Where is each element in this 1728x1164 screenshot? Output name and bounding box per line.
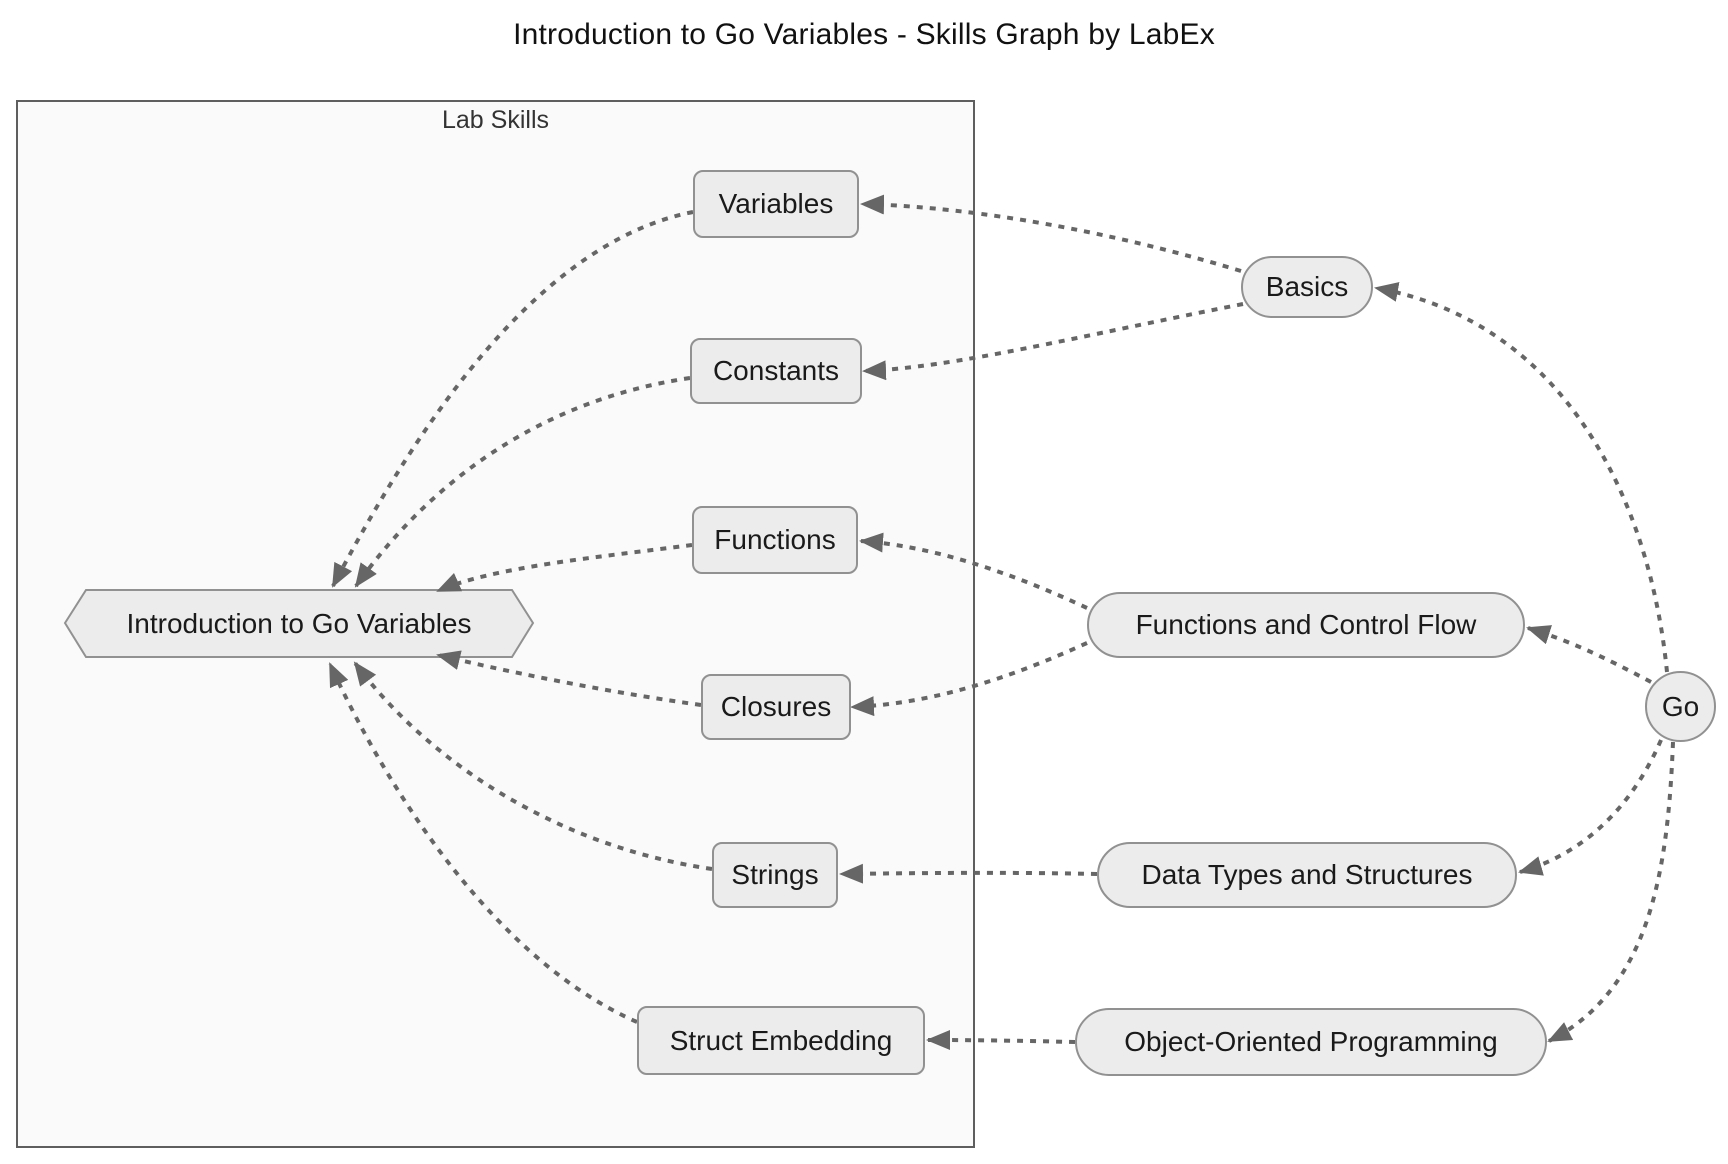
node-struct-embedding: Struct Embedding bbox=[637, 1006, 925, 1075]
edge-strings-main bbox=[353, 661, 713, 871]
node-constants-label: Constants bbox=[712, 355, 840, 386]
edge-struct-embedding-main bbox=[328, 662, 638, 1024]
node-basics: Basics bbox=[1241, 256, 1373, 318]
node-functions-and-control-flow: Functions and Control Flow bbox=[1087, 592, 1525, 658]
node-data-types-and-structures: Data Types and Structures bbox=[1097, 842, 1517, 908]
edge-constants-main bbox=[354, 376, 691, 588]
node-main: Introduction to Go Variables bbox=[65, 590, 533, 657]
node-functions-and-control-flow-label: Functions and Control Flow bbox=[1135, 609, 1477, 640]
edge-go-fcf bbox=[1526, 625, 1652, 684]
node-closures-label: Closures bbox=[720, 691, 832, 722]
node-constants: Constants bbox=[690, 338, 862, 404]
edge-fcf-functions bbox=[859, 532, 1088, 610]
edge-go-basics bbox=[1374, 282, 1669, 673]
node-strings: Strings bbox=[712, 842, 838, 908]
edge-go-oop bbox=[1547, 741, 1675, 1043]
node-strings-label: Strings bbox=[731, 859, 819, 890]
node-main-hexagon-shape bbox=[63, 589, 535, 658]
node-functions-label: Functions bbox=[714, 524, 836, 555]
lab-skills-cluster-label: Lab Skills bbox=[442, 106, 549, 134]
node-variables-label: Variables bbox=[718, 188, 834, 219]
node-basics-label: Basics bbox=[1265, 271, 1349, 302]
edge-variables-main bbox=[331, 210, 694, 588]
node-main-label: Introduction to Go Variables bbox=[126, 607, 472, 639]
edge-basics-constants bbox=[862, 302, 1244, 381]
node-struct-embedding-label: Struct Embedding bbox=[669, 1024, 893, 1056]
node-functions: Functions bbox=[692, 506, 858, 574]
edge-go-dts bbox=[1518, 739, 1663, 876]
edge-functions-main bbox=[436, 543, 693, 593]
diagram-title: Introduction to Go Variables - Skills Gr… bbox=[513, 18, 1215, 51]
edge-dts-strings bbox=[839, 863, 1098, 884]
edge-basics-variables bbox=[860, 194, 1242, 273]
node-object-oriented-programming-label: Object-Oriented Programming bbox=[1124, 1026, 1498, 1057]
node-go: Go bbox=[1645, 671, 1716, 742]
node-closures: Closures bbox=[701, 674, 851, 740]
node-go-label: Go bbox=[1661, 690, 1700, 722]
edge-fcf-closures bbox=[850, 641, 1088, 717]
node-variables: Variables bbox=[693, 170, 859, 238]
edge-oop-struct-embedding bbox=[926, 1030, 1076, 1051]
node-object-oriented-programming: Object-Oriented Programming bbox=[1075, 1008, 1547, 1076]
edge-closures-main bbox=[436, 650, 702, 707]
node-data-types-and-structures-label: Data Types and Structures bbox=[1141, 859, 1473, 890]
